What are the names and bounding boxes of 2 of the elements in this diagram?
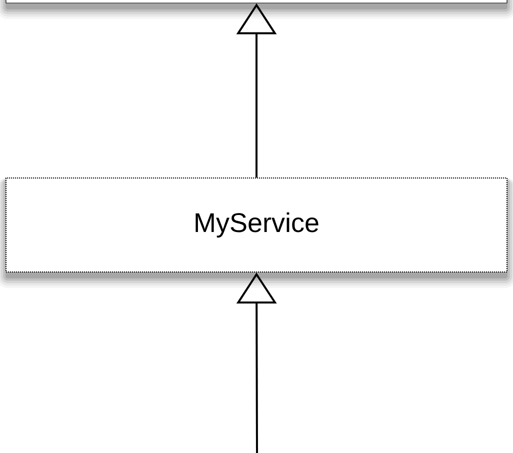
class-box: [0, 0, 513, 19]
service-box: MyService: [0, 178, 513, 288]
